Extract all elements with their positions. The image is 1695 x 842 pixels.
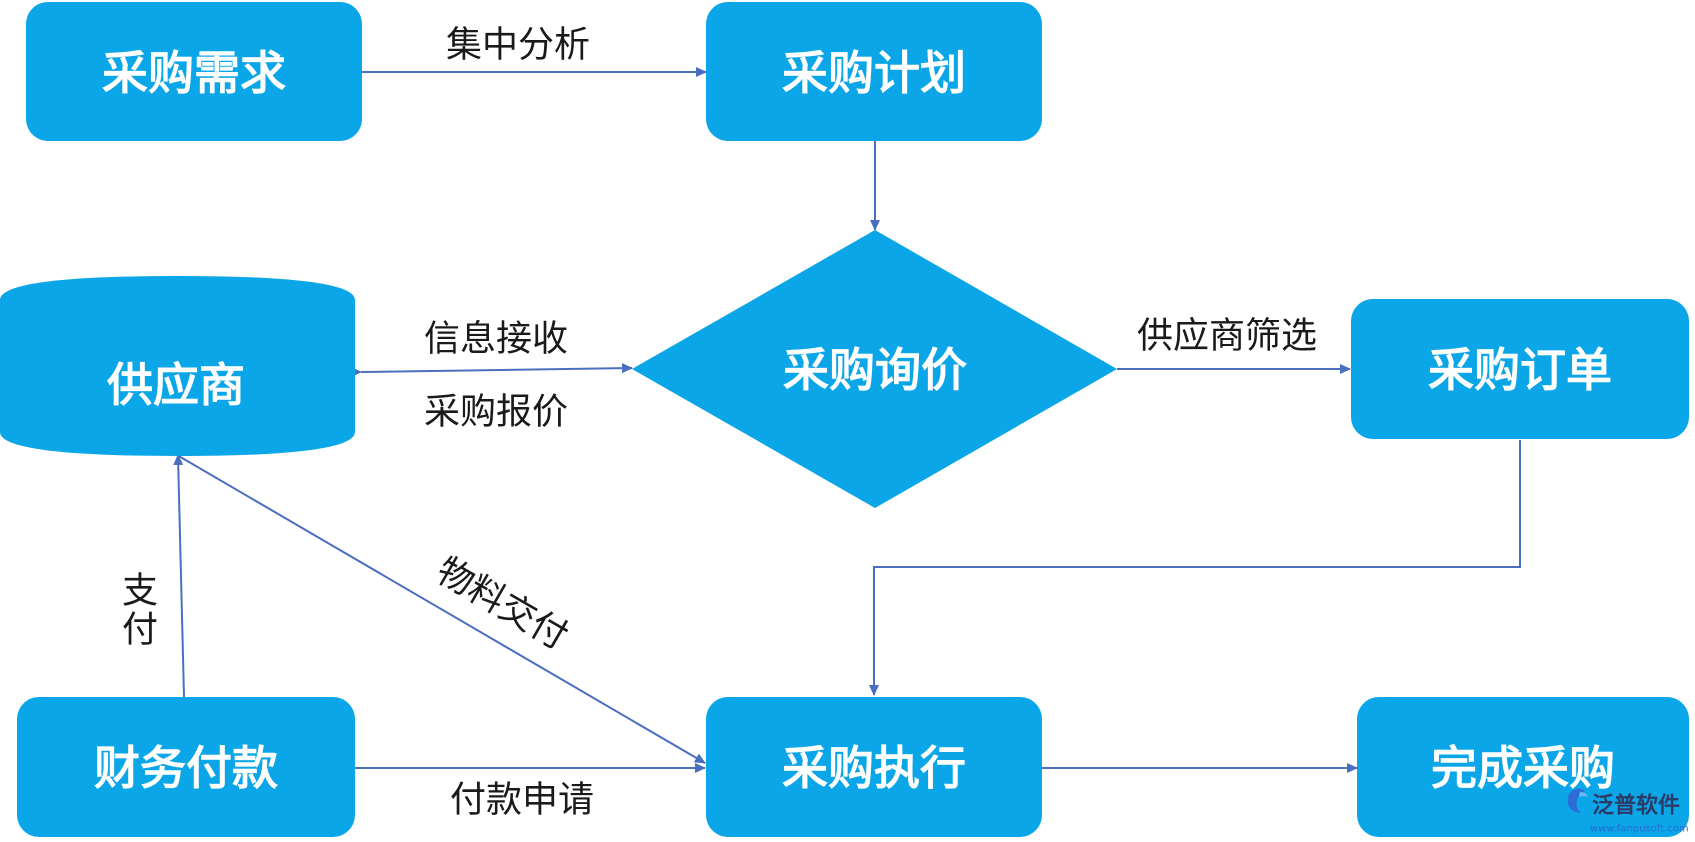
- node-inquiry-label: 采购询价: [783, 343, 967, 397]
- node-order-label: 采购订单: [1428, 343, 1612, 397]
- edge-inquiry-supplier: [350, 363, 633, 378]
- node-finance-label: 财务付款: [94, 741, 278, 795]
- node-supplier[interactable]: 供应商: [0, 276, 355, 456]
- node-order[interactable]: 采购订单: [1351, 299, 1689, 439]
- edge-label-info-receive: 信息接收: [424, 319, 568, 360]
- node-complete-label: 完成采购: [1431, 741, 1615, 795]
- node-execute[interactable]: 采购执行: [706, 697, 1042, 837]
- node-execute-label: 采购执行: [782, 741, 966, 795]
- edge-label-pay-top: 支: [122, 571, 158, 612]
- node-demand-label: 采购需求: [102, 46, 286, 100]
- node-plan-label: 采购计划: [782, 46, 966, 100]
- edge-label-supplier-filter: 供应商筛选: [1137, 316, 1317, 357]
- node-inquiry[interactable]: 采购询价: [632, 230, 1117, 508]
- edge-label-pay-bottom: 付: [122, 610, 158, 651]
- watermark-brand: 泛普软件: [1592, 793, 1680, 819]
- node-demand[interactable]: 采购需求: [26, 2, 362, 141]
- connectors: [173, 67, 1521, 773]
- node-supplier-label: 供应商: [107, 358, 245, 412]
- edge-label-analysis: 集中分析: [446, 25, 590, 66]
- node-plan[interactable]: 采购计划: [706, 2, 1042, 141]
- node-complete[interactable]: 完成采购: [1357, 697, 1689, 837]
- edge-finance-to-supplier: [173, 454, 185, 698]
- edge-order-to-execute: [869, 440, 1521, 696]
- watermark-url: www.fanpusoft.com: [1590, 824, 1689, 835]
- edge-label-payment-request: 付款申请: [450, 780, 594, 821]
- edge-supplier-to-execute: [176, 454, 706, 764]
- node-finance[interactable]: 财务付款: [17, 697, 355, 837]
- edge-label-quote: 采购报价: [424, 392, 568, 433]
- watermark: 泛普软件 www.fanpusoft.com: [1567, 788, 1689, 835]
- edge-label-material-delivery: 物料交付: [429, 550, 574, 658]
- brand-logo-icon: [1567, 788, 1588, 813]
- edge-labels: 集中分析 信息接收 采购报价 供应商筛选 物料交付 支 付 付款申请: [122, 25, 1317, 821]
